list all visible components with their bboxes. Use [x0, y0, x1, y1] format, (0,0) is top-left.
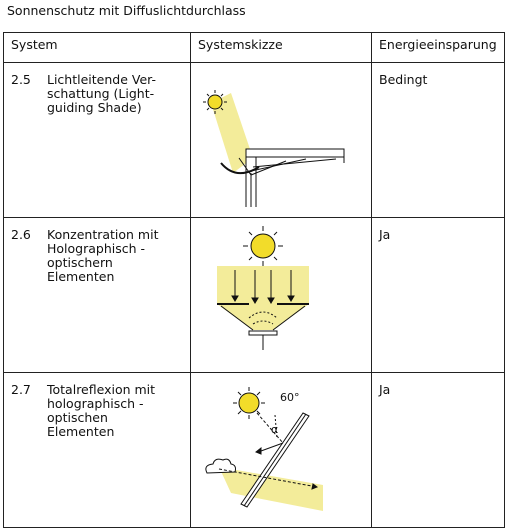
system-cell: 2.6 Konzentration mit Holographisch - op… — [3, 217, 191, 373]
total-reflection-diagram: 60° α — [205, 387, 323, 511]
light-guiding-shade-diagram — [203, 90, 345, 207]
energy-cell: Ja — [371, 217, 505, 373]
holographic-concentration-diagram — [217, 226, 309, 350]
angle-label: 60° — [280, 391, 300, 404]
table-row: 2.6 Konzentration mit Holographisch - op… — [3, 217, 505, 373]
sketch-cell: 60° α — [190, 372, 372, 528]
alpha-label: α — [271, 423, 278, 436]
energy-cell: Bedingt — [371, 62, 505, 218]
header-energy: Energieeinsparung — [371, 32, 505, 63]
system-number: 2.7 — [11, 382, 31, 397]
light-area — [217, 266, 309, 304]
holographic-element — [248, 330, 278, 336]
system-number: 2.5 — [11, 72, 31, 87]
system-description: Konzentration mit Holographisch - optisc… — [47, 227, 159, 284]
table-header-row: System Systemskizze Energieeinsparung — [3, 32, 505, 63]
sun-icon — [243, 226, 283, 266]
ceiling-slab — [245, 148, 345, 158]
system-description: Totalreflexion mit holographisch - optis… — [47, 382, 156, 439]
sun-icon — [233, 387, 265, 419]
system-description: Lichtleitende Ver- schattung (Light- gui… — [47, 72, 157, 115]
table-caption: Sonnenschutz mit Diffuslichtdurchlass — [7, 3, 246, 18]
sun-icon — [203, 90, 227, 114]
cloud-icon — [205, 458, 236, 474]
light-beam-shape — [211, 93, 253, 173]
sketch-cell — [190, 62, 372, 218]
header-sketch: Systemskizze — [190, 32, 372, 63]
table-row: 2.7 Totalreflexion mit holographisch - o… — [3, 372, 505, 528]
system-cell: 2.5 Lichtleitende Ver- schattung (Light-… — [3, 62, 191, 218]
shade-reflector — [220, 162, 260, 174]
sketch-cell — [190, 217, 372, 373]
energy-cell: Ja — [371, 372, 505, 528]
system-number: 2.6 — [11, 227, 31, 242]
transmitted-light — [219, 467, 323, 511]
systems-table: System Systemskizze Energieeinsparung 2.… — [3, 32, 505, 528]
table-row: 2.5 Lichtleitende Ver- schattung (Light-… — [3, 62, 505, 218]
system-cell: 2.7 Totalreflexion mit holographisch - o… — [3, 372, 191, 528]
header-system: System — [3, 32, 191, 63]
